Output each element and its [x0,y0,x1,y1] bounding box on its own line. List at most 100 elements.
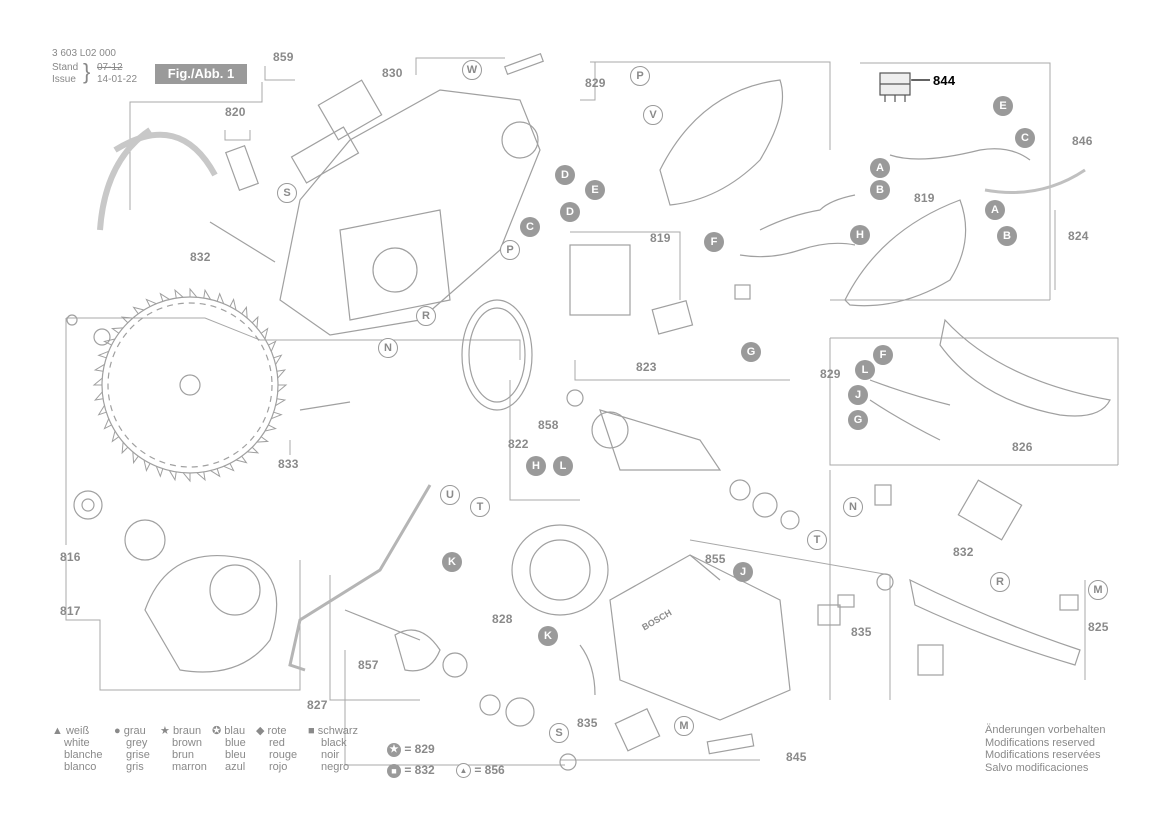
marker-R-mid: R [416,306,436,326]
blade-tooth [223,463,235,472]
legend-red: ◆ rote red rouge rojo [256,725,298,773]
blade-tooth [210,468,221,478]
star-badge-icon: ★ [387,742,401,757]
brace-icon: } [83,59,91,84]
blade-tooth [277,384,288,393]
marker-C-left: C [520,217,540,237]
part-829-top: 829 [585,76,606,90]
marker-L-mid: L [553,456,573,476]
blade-tooth [247,446,260,454]
issue-label: Issue [52,74,76,85]
part-817: 817 [60,604,81,618]
part-835-bottom: 835 [577,716,598,730]
marker-A-right: A [985,200,1005,220]
legend-blue: ✪ blau blue bleu azul [212,725,246,773]
equivalence-triangle: ▲ = 856 [456,763,505,779]
blade-tooth [229,298,237,311]
part-819-mid: 819 [650,231,671,245]
part-844: 844 [933,73,956,88]
legend-white: ▲ weiß white blanche blanco [52,725,103,773]
blade-tooth [216,292,225,304]
part-855: 855 [705,552,726,566]
legend-black: ■ schwarz black noir negro [308,725,359,773]
part-832-left: 832 [190,250,211,264]
diamond-icon: ◆ [256,725,265,737]
stand-value: 07-12 [97,62,123,73]
triangle-icon: ▲ [52,725,63,737]
marker-J-right: J [848,385,868,405]
figure-label: Fig./Abb. 1 [155,64,247,84]
modifications-note: Änderungen vorbehalten Modifications res… [985,724,1106,774]
blade-tooth [260,327,269,340]
marker-B-right: B [997,226,1017,246]
stand-label: Stand [52,62,79,73]
marker-B-top: B [870,180,890,200]
legend-brown: ★ braun brown brun marron [160,725,207,773]
part-846: 846 [1072,134,1093,148]
part-822: 822 [508,437,529,451]
part-824: 824 [1068,229,1089,243]
part-845: 845 [786,750,807,764]
circled-star-icon: ✪ [212,725,222,737]
blade-tooth [120,316,133,324]
marker-A-top: A [870,158,890,178]
marker-C-right: C [1015,128,1035,148]
marker-H-top: H [850,225,870,245]
blade-tooth [143,459,151,472]
part-830: 830 [382,66,403,80]
part-820: 820 [225,105,246,119]
brand-mark: BOSCH [640,607,673,632]
blade-tooth [275,398,287,406]
marker-E-left: E [585,180,605,200]
part-835-right: 835 [851,625,872,639]
equivalence-star: ★ = 829 [387,742,435,757]
blade-tooth [196,471,206,482]
blade-tooth [121,442,129,455]
blade-tooth [132,451,139,465]
part-816: 816 [60,550,81,564]
square-badge-icon: ■ [387,763,401,778]
marker-U: U [440,485,460,505]
blade-tooth [103,418,112,430]
marker-T-right: T [807,530,827,550]
document-number: 3 603 L02 000 [52,48,116,59]
part-858: 858 [538,418,559,432]
part-825: 825 [1088,620,1109,634]
square-icon: ■ [308,725,315,737]
triangle-badge-icon: ▲ [456,763,471,779]
marker-G-right: G [848,410,868,430]
part-819-right: 819 [914,191,935,205]
part-826: 826 [1012,440,1033,454]
marker-F-top: F [704,232,724,252]
blade-tooth [159,292,170,302]
marker-E-right: E [993,96,1013,116]
blade-tooth [203,288,211,300]
blade-tooth [145,298,157,307]
blade-tooth [97,350,109,359]
marker-D-mid: D [560,202,580,222]
marker-M-bottom: M [674,716,694,736]
blade-tooth [132,306,145,315]
blade-tooth [276,369,287,379]
blade-tooth [189,287,198,298]
marker-J-mid: J [733,562,753,582]
blade-tooth [97,405,107,416]
marker-P-mid: P [500,240,520,260]
marker-W: W [462,60,482,80]
star-icon: ★ [160,725,170,737]
marker-S-bottom: S [549,723,569,743]
equivalence-square: ■ = 832 [387,763,435,778]
part-857: 857 [358,658,379,672]
blade-tooth [256,436,270,443]
issue-value: 14-01-22 [97,74,138,85]
blade-tooth [93,391,104,401]
marker-D-left: D [555,165,575,185]
blade-tooth [174,288,184,299]
blade-tooth [169,470,177,482]
marker-H-mid: H [526,456,546,476]
part-827: 827 [307,698,328,712]
marker-T-left: T [470,497,490,517]
blade-tooth [155,466,164,478]
